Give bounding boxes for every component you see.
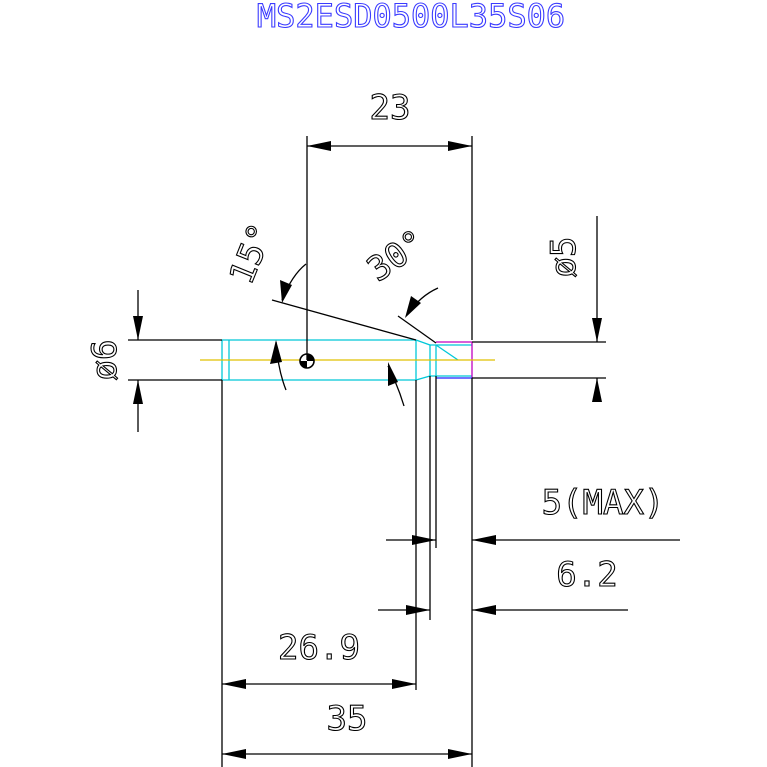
dimension-5-max: 5(MAX): [386, 482, 680, 545]
reference-point-marker: [299, 353, 315, 369]
angle-text-30: 30°: [360, 222, 433, 290]
dimension-23: 23: [306, 87, 473, 360]
part-number-title: MS2ESD0500L35S06: [257, 0, 565, 35]
dim-text-35: 35: [327, 699, 368, 739]
dimension-dia-6: ø6: [84, 290, 222, 432]
angle-30-dimension: 30°: [360, 221, 439, 407]
dim-text-26-9: 26.9: [278, 628, 360, 668]
dim-text-6-2: 6.2: [556, 555, 617, 595]
dim-text-dia-5: ø5: [544, 237, 584, 278]
dim-text-5-max: 5(MAX): [542, 483, 665, 523]
dimension-35: 35: [222, 698, 472, 759]
dim-text-23: 23: [370, 88, 411, 128]
extension-lines: [221, 376, 473, 767]
angle-text-15: 15°: [222, 218, 282, 290]
dimension-6-2: 6.2: [378, 554, 628, 615]
dimension-26-9: 26.9: [222, 627, 416, 689]
dimension-dia-5: ø5: [472, 216, 606, 402]
dim-text-dia-6: ø6: [85, 340, 125, 381]
